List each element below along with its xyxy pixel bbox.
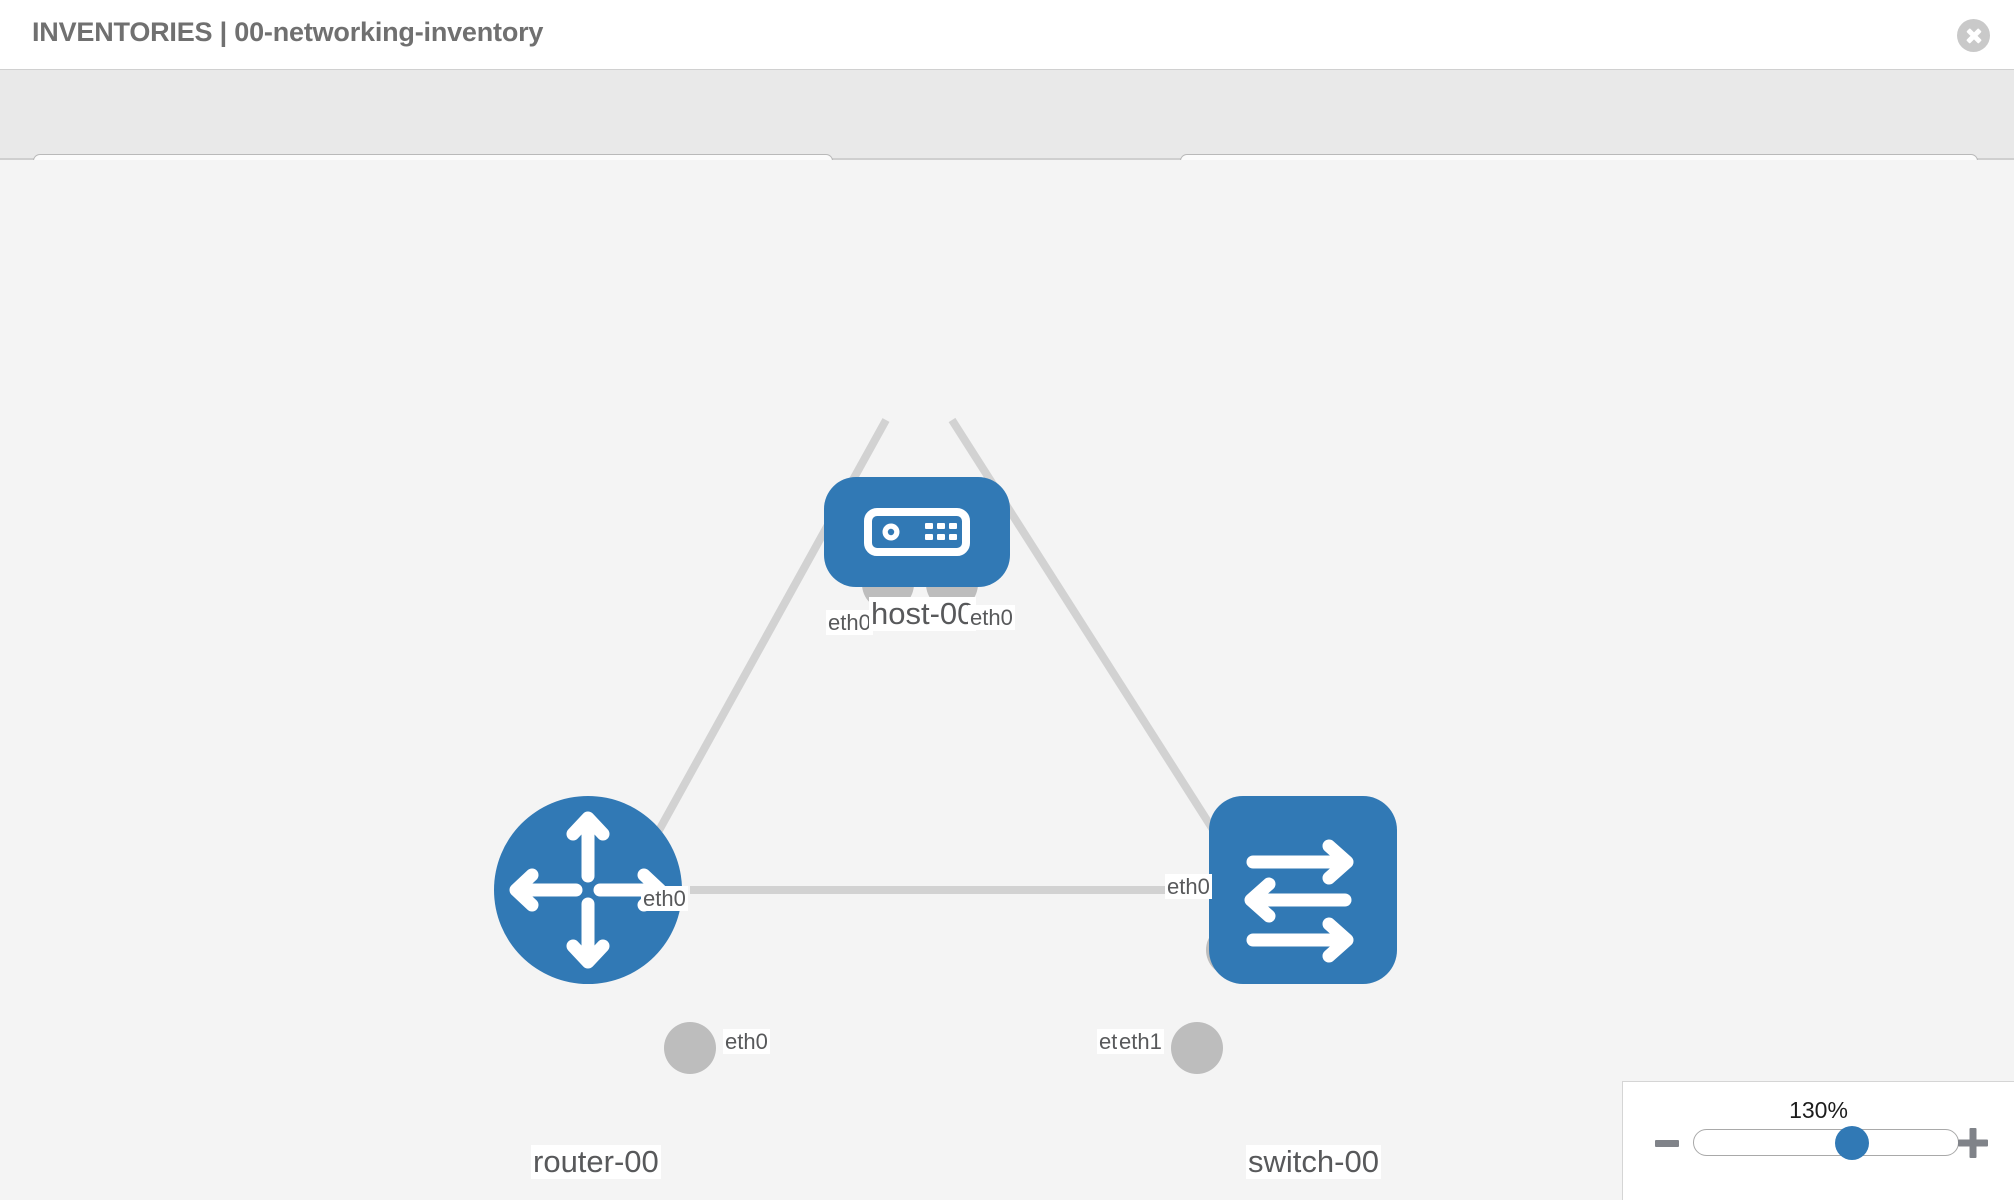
switch-arrows-icon [1244,839,1354,963]
nub-router00-eth0[interactable] [664,1022,716,1074]
page-header: INVENTORIES | 00-networking-inventory [0,0,2014,69]
node-label-switch-00: switch-00 [1246,1144,1381,1179]
zoom-slider-thumb[interactable] [1835,1125,1870,1160]
zoom-slider[interactable] [1693,1125,1959,1160]
node-switch-00[interactable] [1209,796,1397,984]
zoom-level-label: 130% [1789,1097,1848,1123]
iface-label-switch00-eth0-uplink: eth0 [1165,874,1212,899]
interface-nub-group [664,558,1258,1074]
node-host-00[interactable] [824,477,1010,587]
iface-label-host00-eth0-right: eth0 [968,605,1015,630]
iface-label-host00-eth0-left: eth0 [826,610,873,635]
page-title: INVENTORIES | 00-networking-inventory [32,17,544,47]
topology-graph [494,417,1397,1074]
node-label-host-00: host-00 [869,596,977,631]
iface-label-switch00-eth1: eth1 [1117,1029,1164,1054]
close-icon[interactable] [1957,19,1990,52]
iface-label-router00-eth0: eth0 [723,1029,770,1054]
plus-icon-bar-v [1969,1128,1977,1158]
iface-label-router00-eth0-uplink: eth0 [641,886,688,911]
node-label-router-00: router-00 [531,1144,661,1179]
toolbar: ACTIONS SEARCH [0,69,2014,211]
nub-switch00-eth1[interactable] [1171,1022,1223,1074]
node-router-00[interactable] [494,796,682,984]
topology-canvas[interactable]: eth0 host-00 eth0 eth0 eth0 eth0 eth0 et… [0,160,2014,1200]
zoom-out-button[interactable] [1655,1140,1679,1147]
server-icon [864,508,970,556]
zoom-control-panel: 130% [1622,1081,2014,1200]
zoom-in-button[interactable] [1958,1128,1988,1158]
